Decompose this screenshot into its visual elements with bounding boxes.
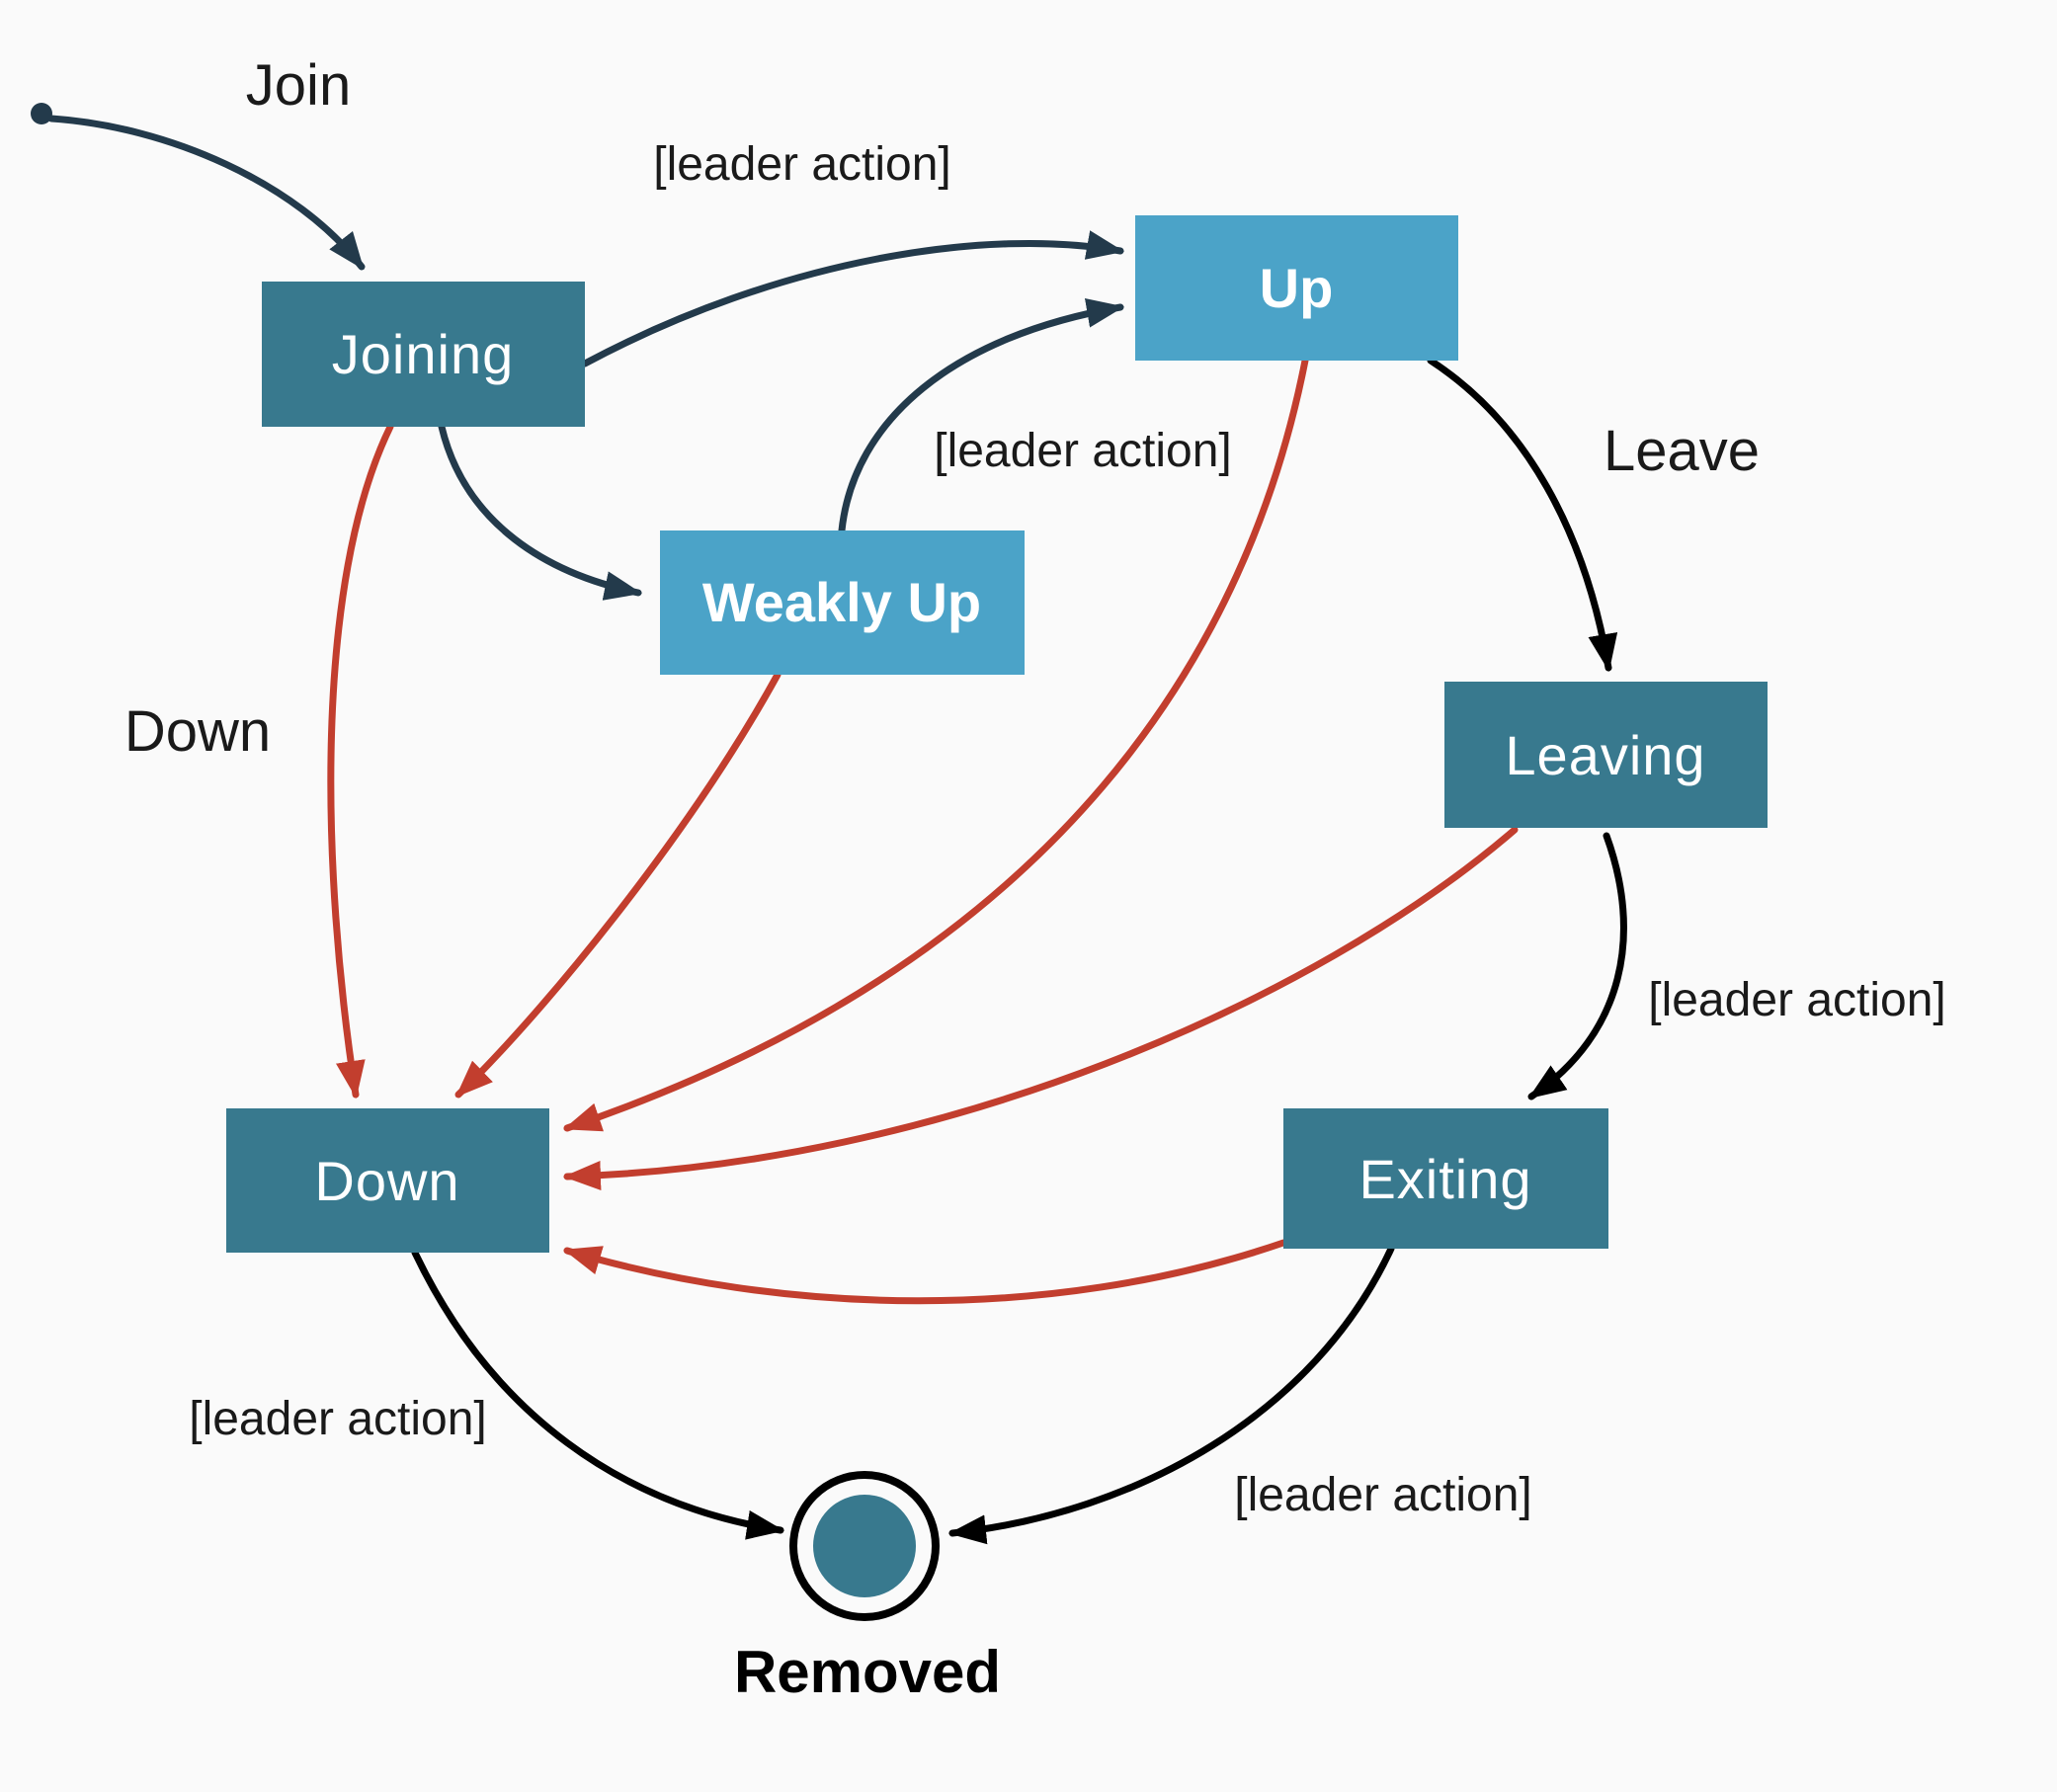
edge-label-join: Join	[246, 53, 351, 118]
edge-joining-to-weaklyup	[438, 423, 642, 601]
edge-label-leader-action-leaving-exiting: [leader action]	[1648, 974, 1946, 1026]
state-removed-label: Removed	[734, 1639, 1001, 1705]
state-joining-label: Joining	[332, 323, 514, 385]
edge-label-leave: Leave	[1604, 419, 1760, 483]
state-joining	[262, 282, 585, 427]
initial-state-dot	[31, 103, 52, 124]
state-weakly-up	[660, 530, 1025, 675]
state-leaving-label: Leaving	[1505, 724, 1705, 786]
edge-start-to-joining	[47, 115, 366, 271]
edge-joining-to-up	[581, 230, 1124, 367]
edge-exiting-to-removed	[948, 1245, 1395, 1545]
state-weakly-up-label: Weakly Up	[702, 571, 981, 633]
edge-exiting-to-down	[563, 1239, 1287, 1305]
state-down	[226, 1108, 549, 1253]
edge-down-to-removed	[411, 1249, 784, 1540]
edge-label-down: Down	[124, 699, 271, 764]
edge-weaklyup-to-down	[454, 671, 782, 1099]
edge-label-leader-action-exiting-removed: [leader action]	[1234, 1469, 1532, 1521]
state-up-label: Up	[1260, 257, 1334, 319]
state-exiting	[1283, 1108, 1608, 1249]
edge-leaving-to-down	[563, 826, 1519, 1190]
edge-label-leader-action-joining-up: [leader action]	[653, 138, 951, 191]
state-down-label: Down	[314, 1150, 459, 1212]
edge-weaklyup-to-up	[838, 297, 1124, 534]
state-exiting-label: Exiting	[1358, 1148, 1531, 1210]
edge-up-to-leaving	[1427, 357, 1618, 672]
final-state-inner-dot	[813, 1495, 916, 1597]
edge-label-leader-action-down-removed: [leader action]	[189, 1393, 487, 1445]
edge-leaving-to-exiting	[1527, 832, 1627, 1100]
edge-up-to-down	[563, 357, 1309, 1132]
edge-label-leader-action-weaklyup-up: [leader action]	[934, 425, 1232, 477]
state-up	[1135, 215, 1458, 361]
edge-joining-to-down	[327, 423, 394, 1099]
state-leaving	[1444, 682, 1768, 828]
